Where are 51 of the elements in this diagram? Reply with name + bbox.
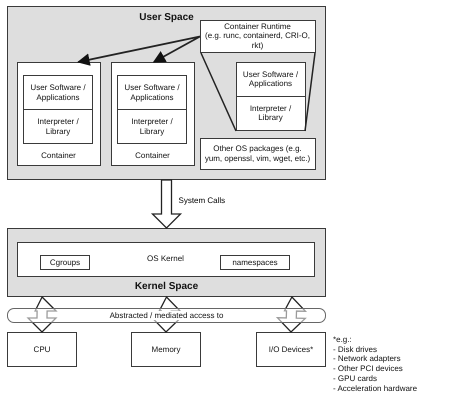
arrow (77, 36, 200, 66)
box-label: Interpreter / Library (248, 104, 292, 122)
container-box (16, 62, 100, 166)
layer-box (236, 96, 306, 130)
box-label: User Software / Applications (29, 83, 87, 102)
box-label: OS Kernel (147, 254, 184, 264)
box-label: CPU (34, 344, 50, 354)
layer-box (236, 62, 306, 96)
box-label: User Software / Applications (242, 70, 300, 88)
feature-box (40, 255, 90, 270)
note-text: *e.g.: (333, 335, 352, 345)
box-label: User Software / Applications (123, 83, 181, 102)
container-box (110, 62, 194, 166)
box-label: Interpreter / Library (36, 117, 80, 136)
note-text: - Disk drives (333, 344, 378, 354)
hardware-box (256, 332, 326, 367)
block-arrow (150, 296, 182, 333)
user-space-panel (7, 6, 326, 180)
panel-title: User Space (139, 12, 194, 24)
box-label: Container Runtime (224, 22, 291, 32)
box-label: (e.g. runc, containerd, CRI-O, rkt) (204, 31, 311, 50)
note-text: - GPU cards (333, 374, 378, 384)
box-label: Other OS packages (e.g. yum, openssl, vim, wget, etc.) (204, 144, 312, 163)
box-label: namespaces (232, 258, 278, 268)
edge-label: System Calls (178, 196, 226, 205)
box-label: Container (41, 151, 76, 160)
kernel-space-panel (7, 228, 326, 297)
box-label: Interpreter / Library (130, 117, 174, 136)
layer-box (23, 109, 93, 144)
note-text: - Network adapters (333, 354, 401, 364)
hardware-box (131, 332, 201, 367)
box-label: Cgroups (50, 258, 80, 268)
kernel-box (16, 242, 314, 276)
note-text: - Other PCI devices (333, 364, 403, 374)
runtime-box (200, 20, 316, 52)
block-arrow (150, 179, 182, 229)
block-arrow (26, 296, 58, 333)
feature-box (220, 255, 290, 270)
box-label: Container (135, 151, 170, 160)
hardware-box (7, 332, 77, 367)
panel-title: Kernel Space (134, 281, 198, 293)
block-arrow (276, 296, 308, 333)
note-text: - Acceleration hardware (333, 384, 418, 394)
layer-box (117, 75, 187, 110)
box-label: Abstracted / mediated access to (106, 310, 226, 320)
layer-box (117, 109, 187, 144)
box-label: Memory (152, 344, 180, 354)
packages-box (200, 138, 316, 170)
box-label: I/O Devices* (268, 344, 314, 354)
arrow (152, 36, 200, 63)
layer-box (23, 75, 93, 110)
